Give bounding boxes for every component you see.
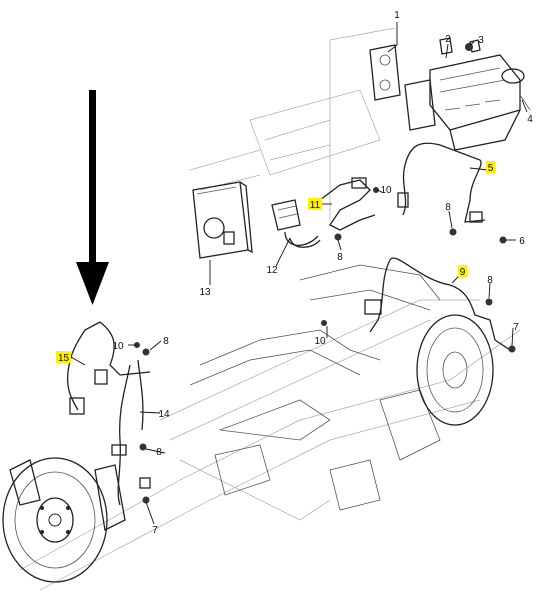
callout-15-highlight bbox=[56, 351, 71, 363]
callout-2: 2 bbox=[445, 34, 451, 45]
callout-3: 3 bbox=[478, 35, 484, 46]
callout-7-left: 7 bbox=[152, 525, 158, 536]
brake-pipe-5 bbox=[397, 142, 486, 223]
callout-10-a: 10 bbox=[380, 185, 392, 196]
callout-11-highlight bbox=[308, 198, 322, 210]
callout-9-highlight bbox=[458, 265, 467, 277]
callout-8-d: 8 bbox=[163, 336, 169, 347]
abs-modulator-assembly bbox=[369, 37, 531, 151]
harness-connector bbox=[271, 199, 321, 248]
callout-12: 12 bbox=[266, 265, 278, 276]
callout-5: 5 bbox=[488, 163, 494, 174]
callout-10-b: 10 bbox=[112, 341, 124, 352]
callout-8-b: 8 bbox=[445, 202, 451, 213]
callout-4: 4 bbox=[527, 114, 533, 125]
front-left-brake-rotor bbox=[2, 457, 126, 583]
wheel-speed-sensor-harness-15 bbox=[66, 321, 151, 415]
callout-14: 14 bbox=[158, 409, 170, 420]
wheel-speed-sensor-harness-11 bbox=[319, 177, 376, 231]
wheel-speed-sensor-harness-9 bbox=[364, 257, 511, 351]
wheel-speed-sensor-harness-14 bbox=[111, 359, 151, 506]
callout-labels: 1 2 3 4 5 6 7 7 8 8 8 8 8 9 10 10 10 11 … bbox=[56, 10, 533, 536]
callout-11: 11 bbox=[310, 200, 321, 211]
callout-6: 6 bbox=[519, 236, 525, 247]
callout-10-c: 10 bbox=[314, 336, 326, 347]
callout-15: 15 bbox=[58, 353, 70, 364]
callout-5-highlight bbox=[486, 161, 495, 173]
callout-8-e: 8 bbox=[156, 447, 162, 458]
callout-7-right: 7 bbox=[513, 322, 519, 333]
callout-leader-lines bbox=[70, 22, 528, 525]
callout-9: 9 bbox=[460, 267, 466, 278]
callout-8-c: 8 bbox=[487, 275, 493, 286]
rear-right-brake-rotor bbox=[416, 314, 494, 426]
brake-control-module bbox=[192, 181, 253, 259]
bolt-fasteners bbox=[134, 43, 516, 504]
callout-8-a: 8 bbox=[337, 252, 343, 263]
callout-1: 1 bbox=[394, 10, 400, 21]
callout-13: 13 bbox=[199, 287, 211, 298]
pointer-arrow bbox=[76, 90, 109, 305]
